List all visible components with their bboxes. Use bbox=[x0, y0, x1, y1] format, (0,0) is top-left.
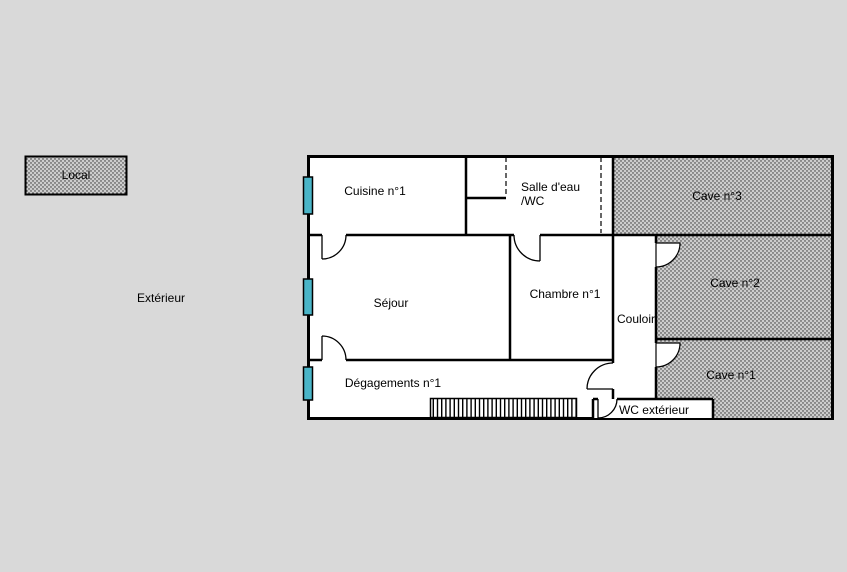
cave3-label: Cave n°3 bbox=[692, 189, 742, 203]
plan: Cuisine n°1 Salle d'eau /WC Séjour Chamb… bbox=[302, 155, 834, 420]
cave1-label: Cave n°1 bbox=[706, 368, 756, 382]
door-wedge-cave1 bbox=[655, 342, 681, 368]
chambre-label: Chambre n°1 bbox=[530, 287, 601, 301]
door-arc-cuisine bbox=[321, 234, 347, 260]
salle-eau-label-line1: Salle d'eau bbox=[521, 180, 580, 194]
legend-local-swatch bbox=[24, 155, 128, 196]
door-arc-chambre bbox=[513, 234, 541, 262]
room-wc-exterieur-area bbox=[593, 399, 713, 418]
degagements-label: Dégagements n°1 bbox=[345, 376, 442, 390]
room-cave2-area bbox=[656, 235, 831, 339]
sejour-label: Séjour bbox=[374, 296, 409, 310]
interior-walls bbox=[309, 157, 832, 418]
door-arc-wc bbox=[597, 398, 618, 419]
door-arc-sejour-degagements bbox=[321, 335, 347, 361]
window-symbol-cuisine bbox=[302, 176, 314, 215]
exterior-label: Extérieur bbox=[137, 291, 185, 305]
wc-exterieur-label: WC extérieur bbox=[619, 403, 689, 417]
couloir-label: Couloir bbox=[617, 312, 655, 326]
window-symbol-degagements bbox=[302, 366, 314, 401]
stairs bbox=[429, 397, 578, 419]
door-arc-couloir bbox=[586, 362, 614, 390]
window-symbol-sejour bbox=[302, 278, 314, 316]
door-wedge-cave2 bbox=[655, 242, 681, 268]
legend: Local bbox=[24, 155, 128, 196]
cave2-label: Cave n°2 bbox=[710, 276, 760, 290]
cuisine-label: Cuisine n°1 bbox=[344, 184, 406, 198]
legend-local-label: Local bbox=[62, 168, 91, 182]
dashed-lines bbox=[505, 157, 602, 233]
room-cave3-area bbox=[613, 158, 831, 235]
salle-eau-label-line2: /WC bbox=[521, 194, 545, 208]
